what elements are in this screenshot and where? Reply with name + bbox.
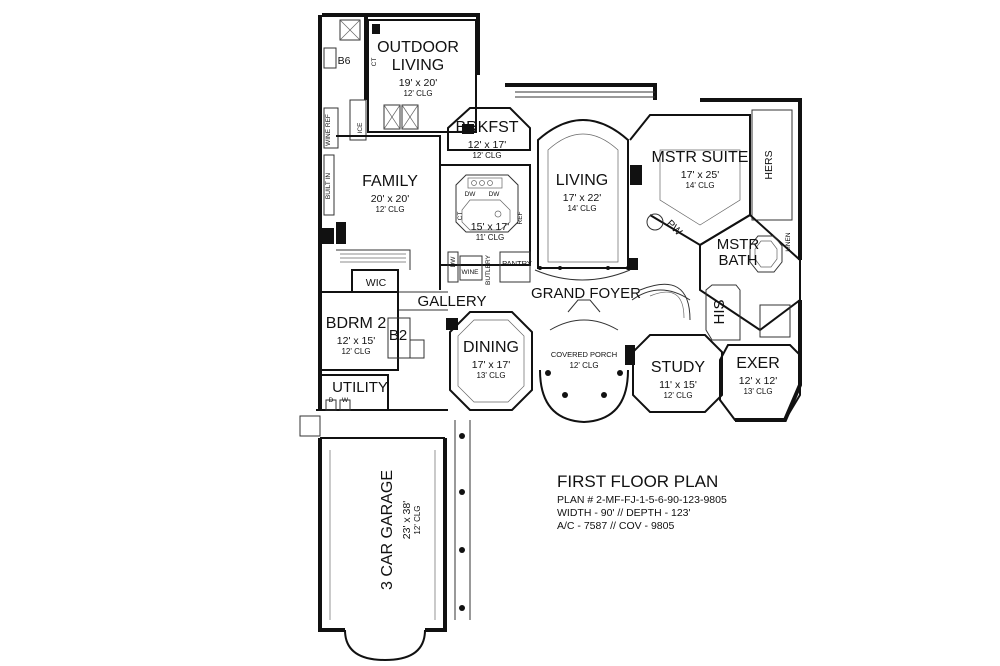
garage-clg: 12' CLG — [413, 505, 422, 534]
living-label: LIVING — [556, 172, 608, 189]
kitchen-clg: 11' CLG — [476, 233, 505, 242]
service-strip — [322, 47, 367, 244]
family-clg: 12' CLG — [375, 205, 404, 214]
exercise-room — [719, 304, 801, 421]
plan-area: A/C - 7587 // COV - 9805 — [557, 520, 674, 532]
plan-size: WIDTH - 90' // DEPTH - 123' — [557, 507, 691, 519]
plan-title: FIRST FLOOR PLAN — [557, 472, 718, 491]
mstr-bath-label-2: BATH — [719, 252, 758, 269]
dw-small-label: DW — [450, 256, 457, 268]
study-dim: 11' x 15' — [659, 379, 697, 391]
ref-label: REF — [517, 211, 524, 224]
butlery-label: BUTLERY — [485, 254, 492, 285]
pw-label: PW — [664, 218, 685, 239]
breakfast-nook — [447, 107, 531, 151]
dining-clg: 13' CLG — [476, 371, 505, 380]
b6-label: B6 — [338, 55, 351, 67]
garage — [318, 420, 471, 662]
mstr-bath-label-1: MSTR — [717, 236, 760, 253]
bdrm2-clg: 12' CLG — [341, 347, 370, 356]
outdoor-living-dim: 19' x 20' — [399, 77, 437, 89]
utility-label: UTILITY — [332, 379, 388, 396]
grand-foyer-label: GRAND FOYER — [531, 285, 641, 302]
garage-label: 3 CAR GARAGE — [379, 470, 396, 590]
living-dim: 17' x 22' — [563, 192, 601, 204]
wine-label: WINE — [462, 269, 480, 276]
dining-room — [446, 311, 533, 411]
plan-number: PLAN # 2-MF-FJ-1-5-6-90-123-9805 — [557, 494, 727, 506]
study-clg: 12' CLG — [663, 391, 692, 400]
outdoor-living-area — [339, 19, 477, 134]
pantry-label: PANTRY — [502, 259, 532, 268]
his-label: HIS — [711, 299, 728, 324]
living-room — [515, 91, 655, 269]
built-in-label: BUILT IN — [325, 173, 332, 199]
exer-clg: 13' CLG — [743, 387, 772, 396]
ct-label-kitchen: CT — [457, 212, 464, 221]
linen-label: LINEN — [785, 232, 792, 251]
butlery-pantry — [447, 251, 531, 283]
dining-label: DINING — [463, 339, 519, 356]
brkfst-clg: 12' CLG — [472, 151, 501, 160]
study-room — [625, 289, 723, 413]
outdoor-living-label-1: OUTDOOR — [377, 39, 459, 56]
outdoor-living-clg: 12' CLG — [403, 89, 432, 98]
bdrm2-dim: 12' x 15' — [337, 335, 375, 347]
wic-label: WIC — [366, 277, 387, 289]
bdrm2-label: BDRM 2 — [326, 315, 387, 332]
brkfst-label: BRKFST — [455, 119, 518, 136]
bedroom-2 — [319, 291, 425, 371]
exterior-walls — [316, 13, 802, 422]
exer-dim: 12' x 12' — [739, 375, 777, 387]
utility-room — [299, 374, 389, 437]
mstr-suite-dim: 17' x 25' — [681, 169, 719, 181]
covered-porch-clg: 12' CLG — [569, 361, 598, 370]
outdoor-living-label-2: LIVING — [392, 57, 444, 74]
family-dim: 20' x 20' — [371, 193, 409, 205]
covered-porch-label: COVERED PORCH — [551, 350, 617, 359]
dw-label-2: DW — [489, 191, 501, 198]
master-bath — [699, 213, 801, 341]
dining-dim: 17' x 17' — [472, 359, 510, 371]
family-room — [336, 135, 441, 290]
gallery-label: GALLERY — [418, 293, 487, 310]
wine-ref-label: WINE REF — [325, 114, 332, 146]
b2-label: B2 — [389, 327, 407, 344]
ct-label-top: CT — [371, 58, 378, 67]
dw-label-1: DW — [465, 191, 477, 198]
hers-label: HERS — [763, 150, 775, 179]
brkfst-dim: 12' x 17' — [468, 139, 506, 151]
dryer-label: D — [329, 397, 334, 404]
mstr-suite-label: MSTR SUITE — [652, 149, 749, 166]
family-label: FAMILY — [362, 173, 418, 190]
washer-label: W — [342, 397, 349, 404]
ice-label: ICE — [357, 122, 364, 134]
master-suite — [628, 109, 793, 270]
foyer-gallery — [398, 266, 691, 321]
study-label: STUDY — [651, 359, 706, 376]
covered-porch — [539, 299, 629, 424]
living-clg: 14' CLG — [567, 204, 596, 213]
garage-dim: 23' x 38' — [401, 501, 413, 539]
mstr-suite-clg: 14' CLG — [685, 181, 714, 190]
kitchen-dim: 15' x 17' — [471, 221, 509, 233]
exer-label: EXER — [736, 355, 780, 372]
kitchen — [440, 164, 531, 281]
